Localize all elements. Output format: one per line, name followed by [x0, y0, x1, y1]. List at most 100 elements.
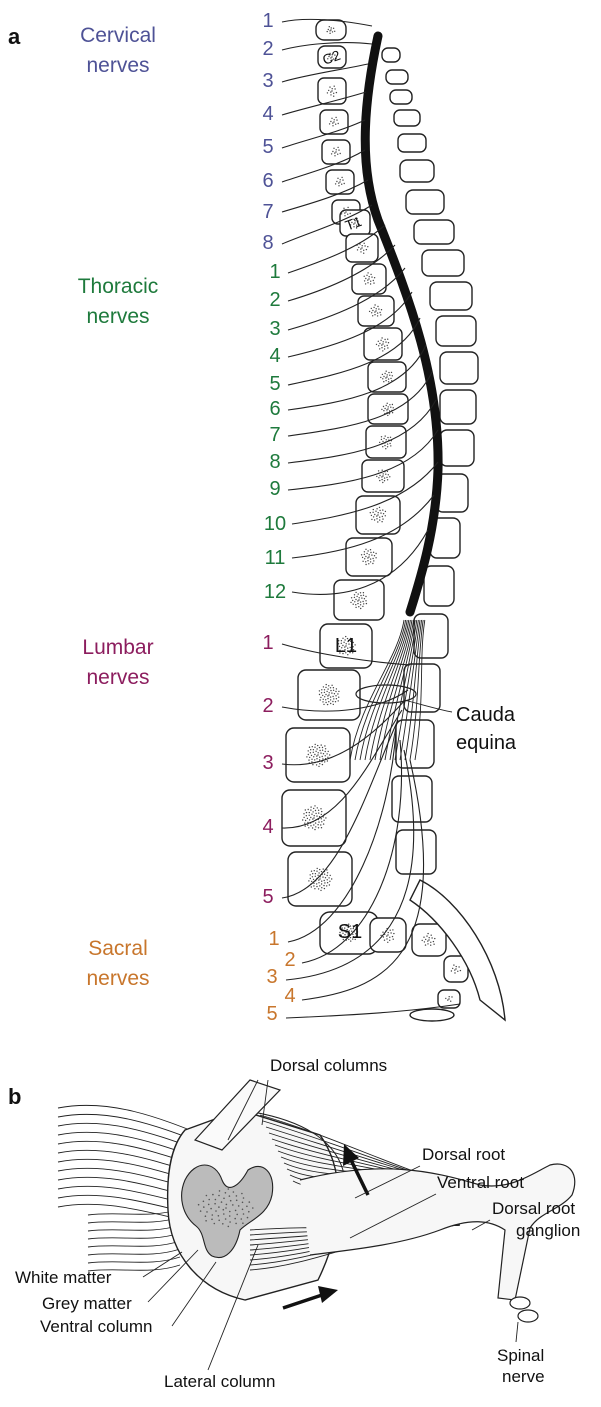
stipple-dot: [376, 308, 377, 309]
stipple-dot: [384, 940, 385, 941]
stipple-dot: [360, 592, 361, 593]
stipple-dot: [382, 475, 383, 476]
stipple-dot: [333, 121, 334, 122]
stipple-dot: [358, 247, 359, 248]
stipple-dot: [356, 596, 357, 597]
stipple-dot: [376, 515, 377, 516]
spinal-nerve-leader: [516, 1322, 518, 1342]
stipple-dot: [385, 341, 386, 342]
stipple-dot: [324, 882, 325, 883]
tract-fiber: [88, 1225, 180, 1231]
stipple-dot: [383, 513, 384, 514]
stipple-dot: [392, 412, 393, 413]
panel-b-spinal-cord-section: b Dorsal columns Dorsal root Ven: [8, 1056, 580, 1391]
stipple-dot: [331, 118, 332, 119]
stipple-dot: [323, 699, 324, 700]
stipple-dot: [381, 436, 382, 437]
stipple-dot: [218, 1215, 220, 1217]
stipple-dot: [354, 597, 355, 598]
stipple-dot: [387, 479, 388, 480]
stipple-dot: [387, 403, 388, 404]
stipple-dot: [225, 1218, 227, 1220]
stipple-dot: [375, 310, 376, 311]
thoracic-number: 8: [269, 451, 280, 473]
tract-fiber: [88, 1209, 180, 1215]
spinous-process: [430, 282, 472, 310]
spinous-process: [440, 430, 474, 466]
stipple-dot: [425, 944, 426, 945]
dorsal-root-label: Dorsal root: [422, 1145, 505, 1164]
thoracic-number: 4: [269, 345, 280, 367]
stipple-dot: [210, 1208, 212, 1210]
stipple-dot: [252, 1207, 254, 1209]
stipple-dot: [431, 935, 432, 936]
stipple-dot: [316, 815, 317, 816]
stipple-dot: [328, 751, 329, 752]
stipple-dot: [306, 812, 307, 813]
stipple-dot: [364, 280, 365, 281]
stipple-dot: [388, 342, 389, 343]
nerve-root: [288, 400, 436, 463]
stipple-dot: [373, 552, 374, 553]
stipple-dot: [317, 745, 318, 746]
stipple-dot: [453, 964, 454, 965]
stipple-dot: [327, 92, 328, 93]
stipple-dot: [390, 445, 391, 446]
stipple-dot: [334, 119, 335, 120]
stipple-dot: [329, 33, 330, 34]
stipple-dot: [205, 1220, 207, 1222]
stipple-dot: [456, 966, 457, 967]
stipple-dot: [376, 344, 377, 345]
stipple-dot: [223, 1198, 225, 1200]
stipple-dot: [236, 1214, 238, 1216]
thoracic-nerves-label-line2: nerves: [86, 305, 149, 328]
stipple-dot: [376, 508, 377, 509]
stipple-dot: [380, 377, 381, 378]
stipple-dot: [379, 480, 380, 481]
stipple-dot: [385, 448, 386, 449]
stipple-dot: [383, 376, 384, 377]
stipple-dot: [385, 511, 386, 512]
stipple-dot: [377, 306, 378, 307]
stipple-dot: [363, 603, 364, 604]
stipple-dot: [370, 561, 371, 562]
stipple-dot: [387, 408, 388, 409]
stipple-dot: [333, 698, 334, 699]
stipple-dot: [336, 119, 337, 120]
stipple-dot: [426, 935, 427, 936]
stipple-dot: [341, 177, 342, 178]
stipple-dot: [335, 124, 336, 125]
stipple-dot: [352, 600, 353, 601]
stipple-dot: [384, 477, 385, 478]
stipple-dot: [338, 691, 339, 692]
stipple-dot: [305, 825, 306, 826]
stipple-dot: [313, 749, 314, 750]
stipple-dot: [322, 876, 323, 877]
stipple-dot: [374, 304, 375, 305]
stipple-dot: [387, 446, 388, 447]
tract-fiber: [88, 1217, 180, 1223]
stipple-dot: [365, 600, 366, 601]
stipple-dot: [386, 935, 387, 936]
stipple-dot: [369, 554, 370, 555]
stipple-dot: [340, 179, 341, 180]
stipple-dot: [353, 604, 354, 605]
stipple-dot: [317, 807, 318, 808]
stipple-dot: [458, 966, 459, 967]
stipple-dot: [322, 747, 323, 748]
stipple-dot: [387, 345, 388, 346]
stipple-dot: [328, 685, 329, 686]
stipple-dot: [390, 407, 391, 408]
stipple-dot: [357, 600, 358, 601]
stipple-dot: [351, 597, 352, 598]
stipple-dot: [388, 932, 389, 933]
stipple-dot: [312, 876, 313, 877]
cervical-number: 1: [262, 10, 273, 32]
stipple-dot: [219, 1190, 221, 1192]
stipple-dot: [359, 597, 360, 598]
stipple-dot: [387, 374, 388, 375]
stipple-dot: [392, 375, 393, 376]
stipple-dot: [335, 183, 336, 184]
stipple-dot: [428, 939, 429, 940]
stipple-dot: [371, 276, 372, 277]
